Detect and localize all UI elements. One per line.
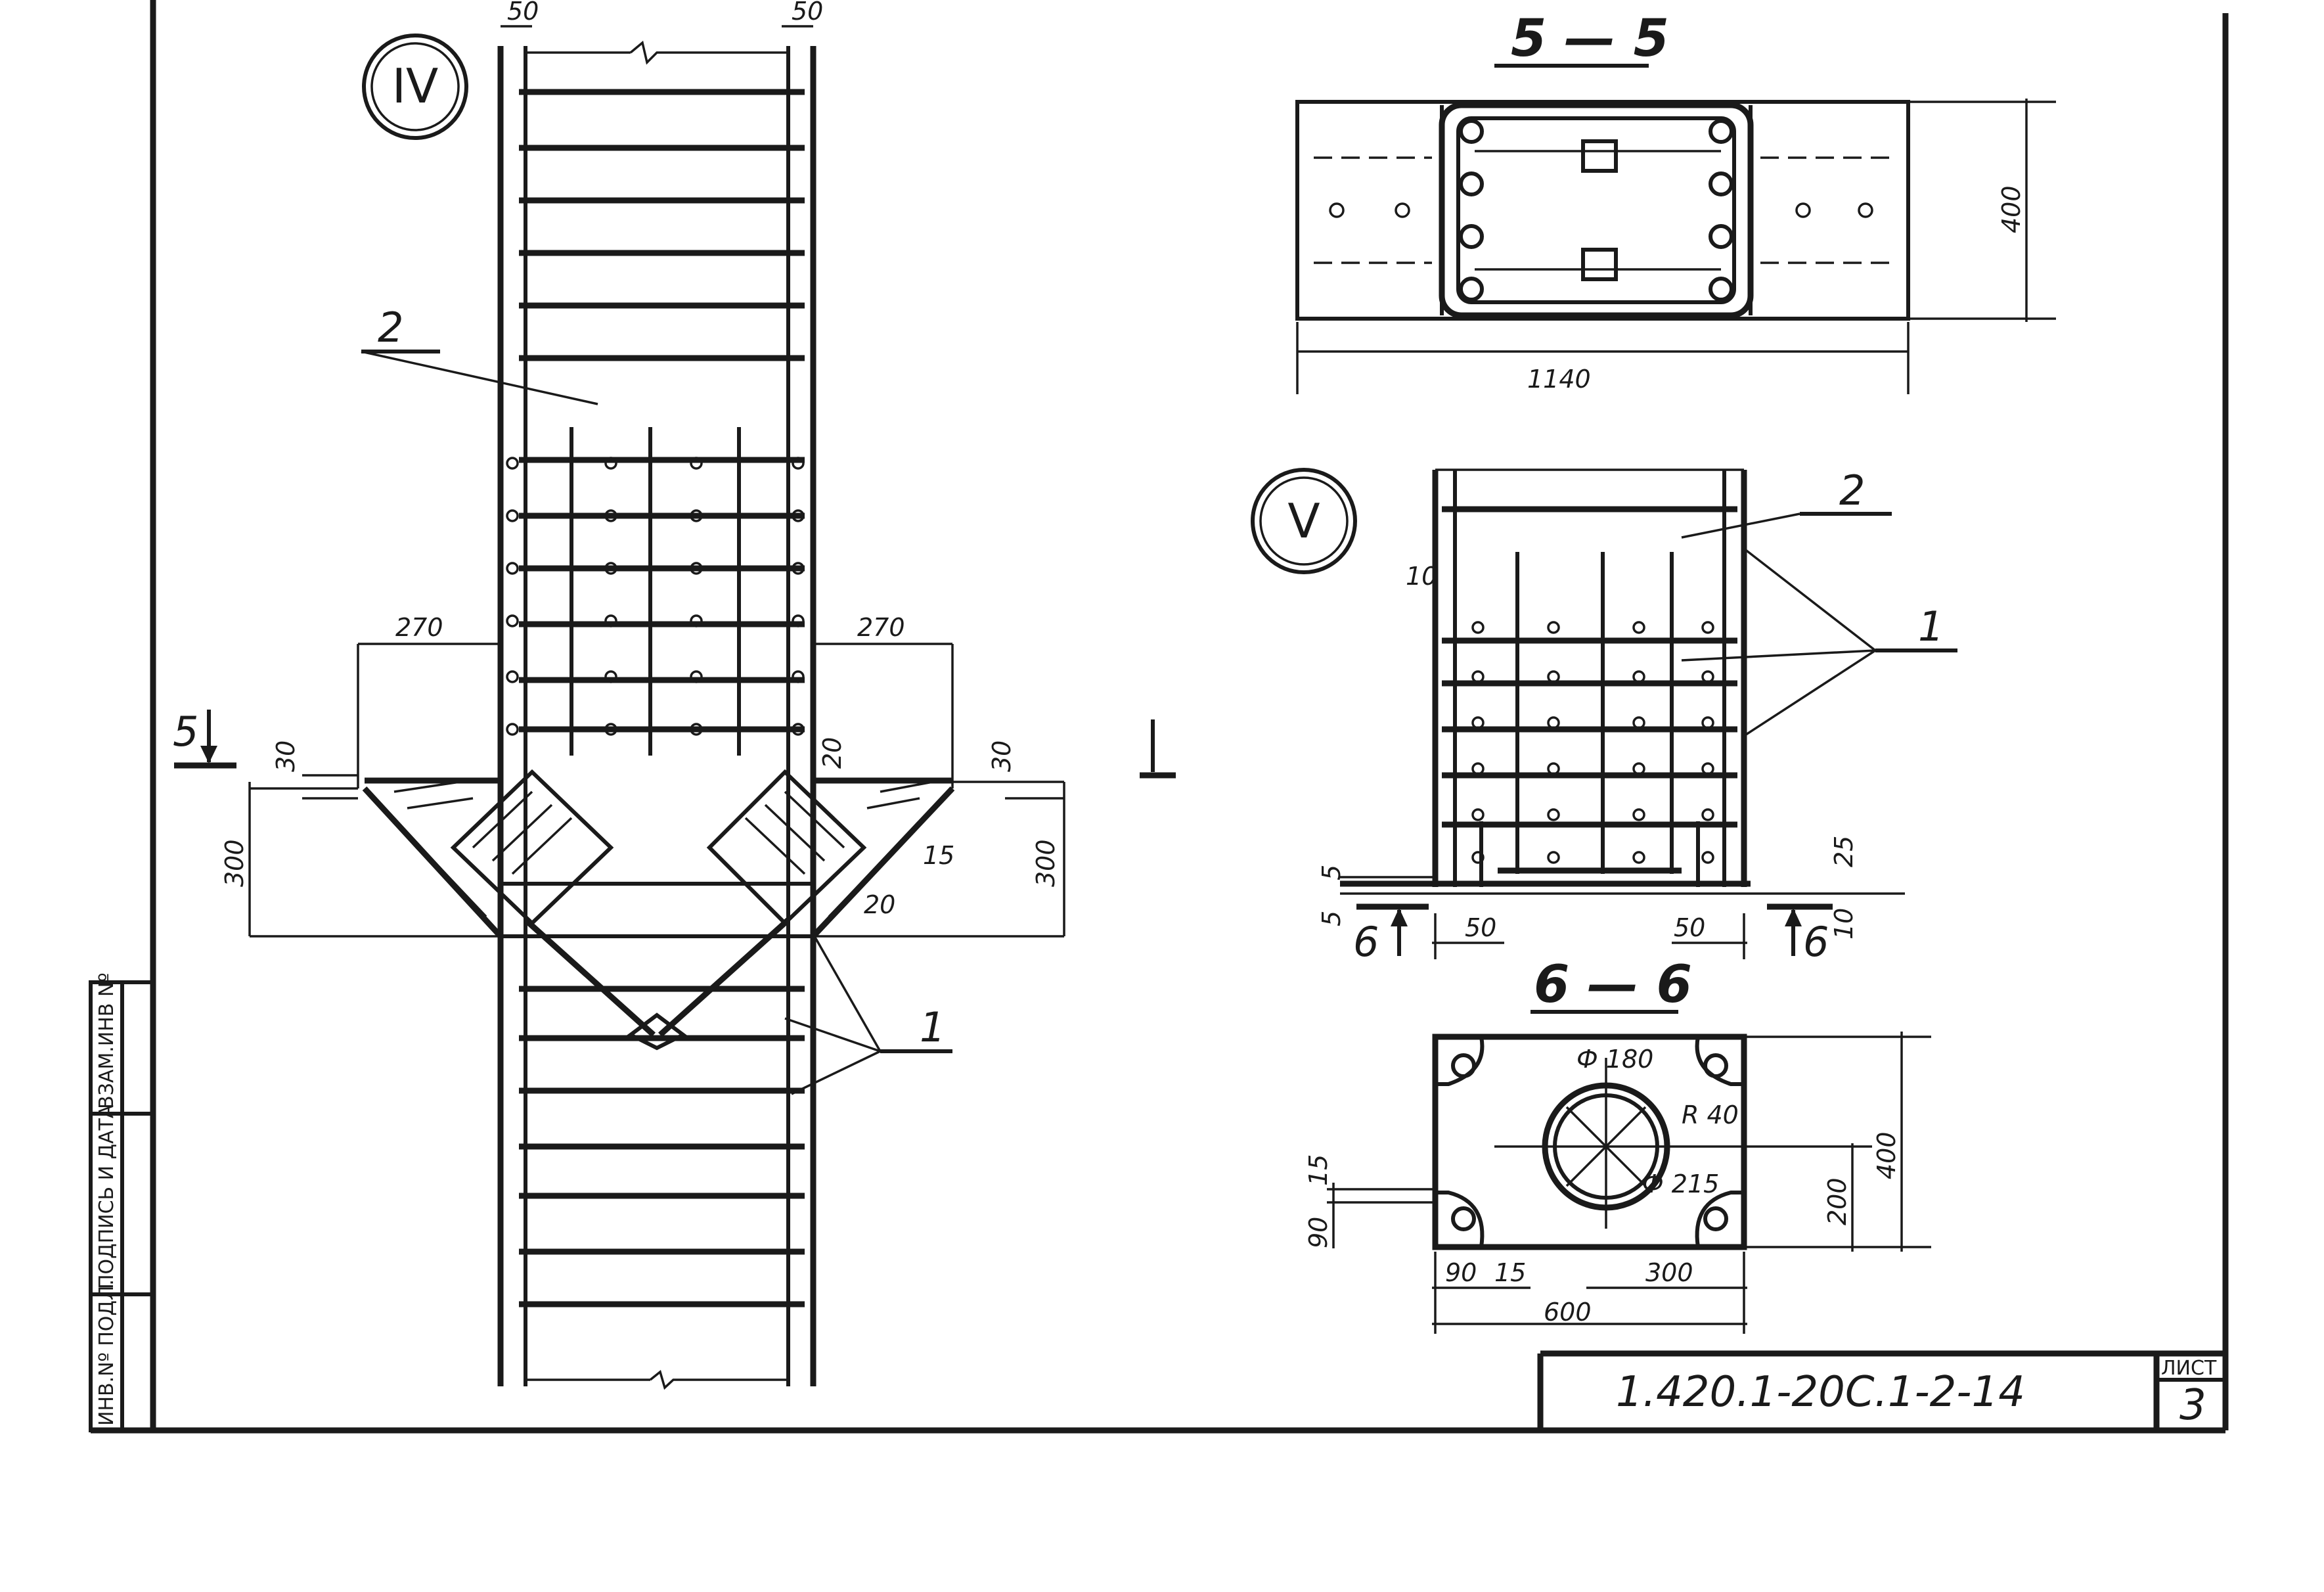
side-field-vzam: ВЗАМ.ИНВ Nº	[95, 973, 118, 1109]
side-field-podpis: ПОДПИСЬ И ДАТА	[95, 1104, 118, 1289]
v-dim-50-left: 50	[1465, 913, 1496, 942]
section-mark-6-left: 6	[1353, 918, 1379, 966]
iv-dim-left-30: 30	[271, 740, 300, 772]
view-iv-label: IV	[392, 58, 439, 114]
v-dim-5b: 5	[1317, 911, 1346, 926]
section-mark-6-right: 6	[1803, 918, 1829, 966]
s55-dim-400: 400	[1997, 185, 2026, 233]
section-6-6-drawing	[1327, 1032, 1931, 1334]
view-v-label: V	[1287, 493, 1320, 549]
iv-dim-left-270: 270	[395, 613, 443, 642]
iv-mark-2: 2	[378, 304, 403, 352]
v-dim-5a: 5	[1317, 865, 1346, 880]
s66-dim-r40: R 40	[1682, 1101, 1739, 1129]
iv-dim-top-left: 50	[507, 0, 539, 26]
section-5-5-drawing	[1295, 99, 2056, 394]
sheet-number: 3	[2179, 1381, 2206, 1430]
view-v-marker	[1251, 468, 1357, 574]
s66-dim-400: 400	[1872, 1131, 1901, 1179]
title-block	[1537, 1350, 2225, 1430]
iv-dim-top-right: 50	[792, 0, 823, 26]
section-5-5-title: 5 — 5	[1511, 9, 1669, 68]
document-code: 1.420.1-20С.1-2-14	[1616, 1368, 2025, 1417]
s66-dim-phi215: Ф 215	[1642, 1170, 1719, 1198]
s66-dim-w600: 600	[1544, 1298, 1592, 1327]
v-dim-50-right: 50	[1674, 913, 1705, 942]
v-mark-2: 2	[1839, 466, 1865, 514]
iv-mark-1: 1	[920, 1003, 945, 1051]
s66-dim-w15: 15	[1494, 1258, 1526, 1287]
s55-dim-1140: 1140	[1527, 365, 1591, 394]
sheet-frame	[89, 0, 2229, 1434]
iv-dim-right-270: 270	[857, 613, 905, 642]
s66-dim-w90: 90	[1445, 1258, 1477, 1287]
view-iv	[362, 40, 955, 1390]
iv-rebar-dots	[506, 457, 805, 736]
s66-dim-v15: 15	[1304, 1154, 1333, 1186]
iv-dim-right-300: 300	[1031, 839, 1060, 887]
s66-dim-w300: 300	[1645, 1258, 1693, 1287]
side-field-inv-podl: ИНВ.Nº ПОДЛ.	[95, 1279, 118, 1426]
section-6-6-title: 6 — 6	[1534, 955, 1692, 1014]
view-v-drawing	[1340, 468, 1905, 959]
v-dim-25: 25	[1829, 836, 1858, 867]
iv-stirrups	[519, 89, 805, 1308]
iv-dim-20-top: 20	[818, 737, 847, 769]
s66-dim-200: 200	[1823, 1177, 1852, 1225]
v-dim-10b: 10	[1829, 908, 1858, 940]
s66-dim-phi180: Ф 180	[1576, 1045, 1653, 1074]
iv-dim-left-300: 300	[220, 839, 249, 887]
v-dim-10-top: 10	[1406, 562, 1437, 591]
v-mark-1: 1	[1918, 603, 1944, 650]
sheet-label: ЛИСТ	[2161, 1357, 2217, 1380]
iv-dim-right-30: 30	[987, 740, 1016, 772]
iv-dim-20: 20	[864, 890, 895, 919]
view-iv-dimensions	[248, 25, 1065, 938]
view-iv-marker	[362, 34, 468, 140]
iv-dim-15: 15	[923, 841, 954, 870]
section-mark-5-left: 5	[173, 708, 198, 756]
s66-dim-v90: 90	[1304, 1217, 1333, 1248]
